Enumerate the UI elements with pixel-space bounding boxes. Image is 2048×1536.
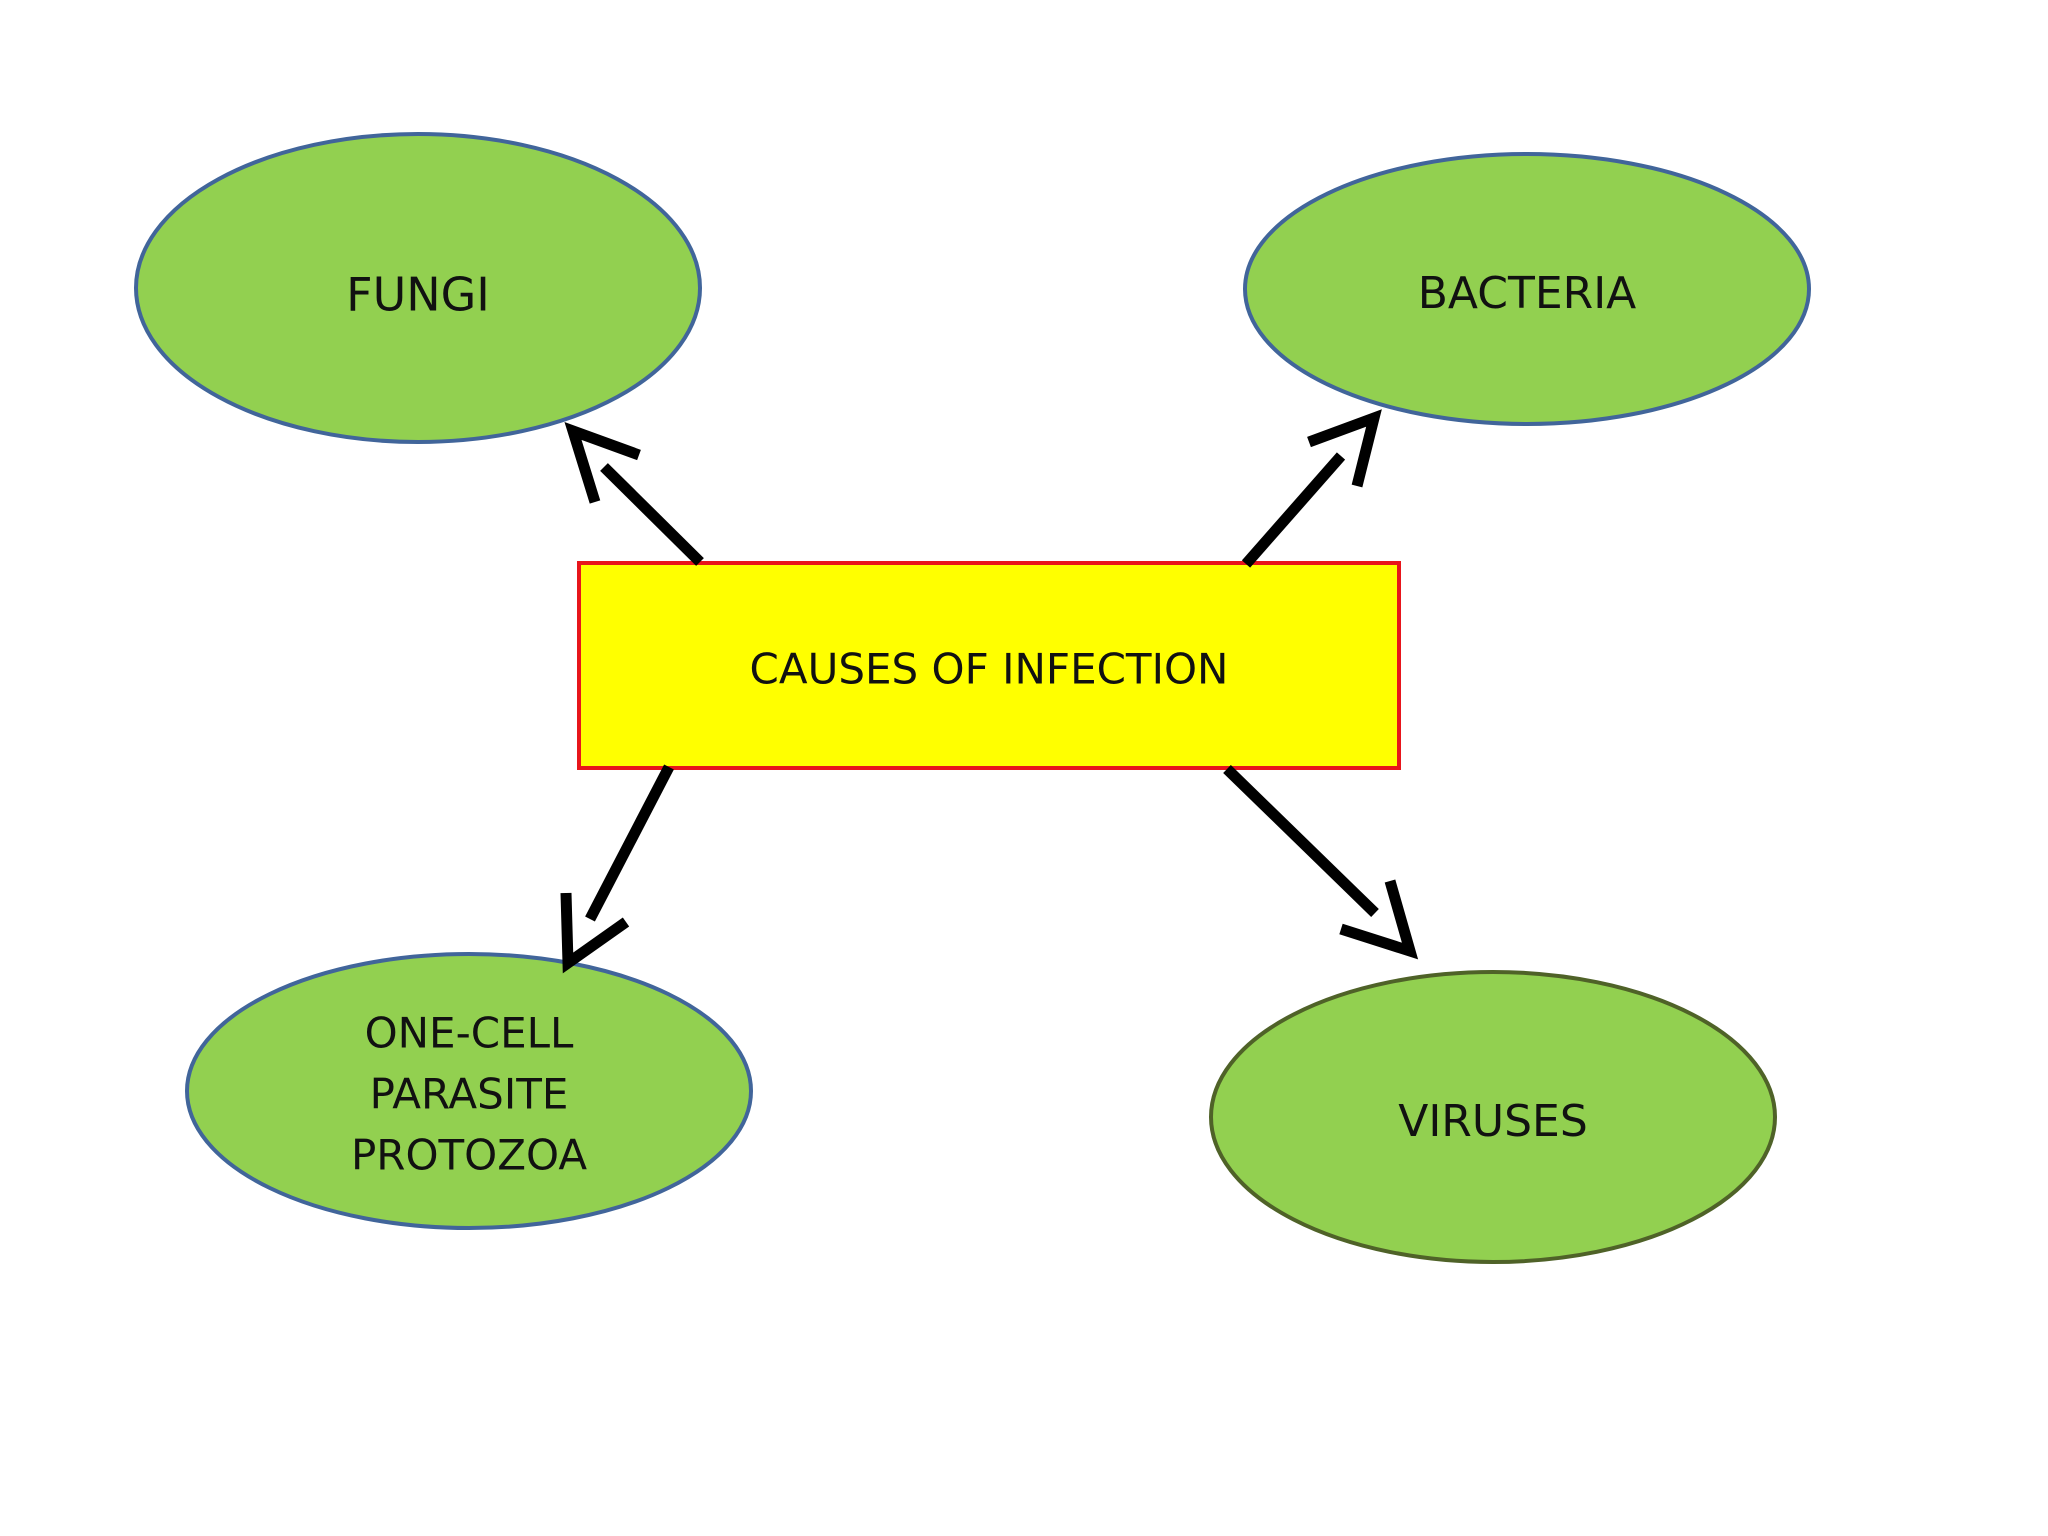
protozoa-label-line-2: PARASITE xyxy=(370,1070,569,1119)
center-node: CAUSES OF INFECTION xyxy=(577,561,1401,770)
arrow-to-fungi xyxy=(564,422,704,566)
viruses-ellipse xyxy=(1209,970,1777,1264)
fungi-ellipse xyxy=(134,132,702,444)
center-box xyxy=(577,561,1401,770)
fungi-label: FUNGI xyxy=(346,268,490,322)
arrow-to-bacteria-shaft xyxy=(1241,452,1346,568)
arrow-to-viruses-head xyxy=(1339,879,1419,960)
arrow-to-protozoa-shaft xyxy=(585,764,674,922)
bacteria-node: BACTERIA xyxy=(1243,152,1811,426)
protozoa-ellipse xyxy=(185,952,753,1230)
arrow-to-viruses-shaft xyxy=(1223,765,1379,917)
protozoa-label-line-1: ONE-CELL xyxy=(365,1009,574,1058)
protozoa-node: ONE-CELL PARASITE PROTOZOA xyxy=(185,952,753,1230)
arrow-to-protozoa xyxy=(560,764,674,974)
arrow-to-protozoa-head xyxy=(560,892,630,974)
arrow-to-fungi-shaft xyxy=(600,463,704,566)
arrow-to-bacteria-head xyxy=(1307,409,1382,488)
bacteria-ellipse xyxy=(1243,152,1811,426)
protozoa-label-line-3: PROTOZOA xyxy=(351,1131,587,1180)
arrow-to-bacteria xyxy=(1241,409,1382,568)
viruses-label: VIRUSES xyxy=(1398,1096,1588,1147)
arrow-to-fungi-head xyxy=(564,422,641,504)
bacteria-label: BACTERIA xyxy=(1418,268,1637,319)
fungi-node: FUNGI xyxy=(134,132,702,444)
viruses-node: VIRUSES xyxy=(1209,970,1777,1264)
center-label: CAUSES OF INFECTION xyxy=(750,645,1229,694)
arrow-to-viruses xyxy=(1223,765,1419,960)
